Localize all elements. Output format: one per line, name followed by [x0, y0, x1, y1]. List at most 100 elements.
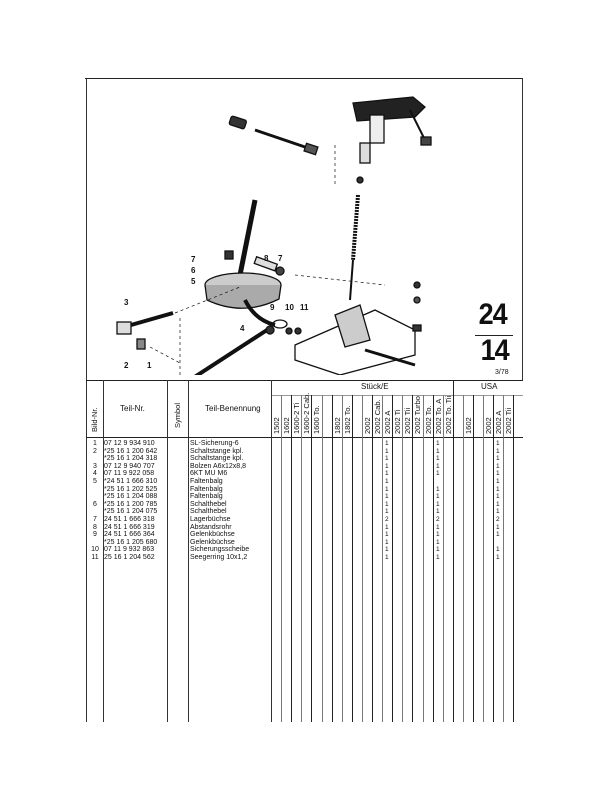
model-column-line: [402, 395, 403, 722]
teil-benennung: SL-Sicherung-6: [190, 440, 239, 447]
quantity: 1: [385, 523, 389, 531]
teil-benennung: Schaltstange kpl.: [190, 455, 244, 463]
model-column-line: [301, 395, 302, 722]
callout-4: 4: [240, 324, 245, 333]
model-column-line: [332, 395, 333, 722]
quantity: 1: [385, 538, 389, 546]
quantity: 1: [436, 546, 440, 554]
table-header-line: [86, 437, 523, 438]
callout-7b: 7: [278, 254, 283, 263]
quantity: 1: [436, 455, 440, 463]
model-column-line: [433, 395, 434, 722]
quantity: 1: [385, 470, 389, 478]
quantity: 1: [385, 493, 389, 501]
quantity: 1: [385, 478, 389, 485]
model-header: 1602: [282, 417, 291, 434]
teil-benennung: Schaltstange kpl.: [190, 447, 244, 455]
model-header: 2002 Turbo: [413, 396, 422, 434]
quantity: 1: [385, 485, 389, 493]
model-header: 2002 Cab.: [373, 399, 382, 434]
teil-nr: *25 16 1 202 525: [104, 485, 158, 493]
model-header: 1802 To.: [343, 405, 352, 434]
model-header: 2002 Ti: [393, 409, 402, 434]
model-column-line: [463, 395, 464, 722]
quantity: 1: [385, 447, 389, 455]
quantity: 1: [436, 531, 440, 539]
column-line: [271, 380, 272, 722]
model-column-line: [513, 395, 514, 722]
quantity: 1: [436, 500, 440, 508]
callout-6: 6: [191, 266, 196, 275]
teil-nr: 24 51 1 666 318: [104, 516, 155, 523]
quantity: 1: [436, 523, 440, 531]
teil-benennung: Seegerring 10x1,2: [190, 554, 248, 561]
quantity: 1: [385, 546, 389, 554]
model-column-line: [493, 395, 494, 722]
model-column-line: [352, 395, 353, 722]
header-stueck: Stück/E: [361, 382, 389, 391]
group-number: 24: [478, 298, 508, 331]
teil-benennung: Faltenbalg: [190, 493, 223, 501]
teil-benennung: Bolzen A6x12x8,8: [190, 462, 247, 470]
model-header: 2002 Tii: [403, 407, 412, 434]
header-benennung: Teil-Benennung: [205, 404, 261, 413]
parts-diagram: [116, 96, 432, 375]
teil-nr: 07 11 9 932 863: [104, 546, 155, 554]
quantity: 1: [436, 554, 440, 561]
teil-nr: *25 16 1 200 642: [104, 447, 158, 455]
model-column-line: [453, 380, 454, 722]
model-column-line: [362, 395, 363, 722]
callout-3: 3: [124, 298, 129, 307]
model-header: 1600-2 Ti: [292, 402, 301, 434]
teil-benennung: Sicherungsscheibe: [190, 546, 250, 554]
group-divider: [475, 335, 513, 336]
quantity: 1: [496, 470, 500, 478]
callout-1: 1: [147, 361, 152, 370]
page-date: 3/78: [495, 369, 509, 376]
column-line: [103, 380, 104, 722]
model-column-line: [473, 395, 474, 722]
quantity: 1: [436, 493, 440, 501]
model-header: 2002 A: [494, 410, 503, 434]
model-header: 1600 To.: [312, 405, 321, 434]
teil-benennung: Faltenbalg: [190, 485, 223, 493]
model-header: 1802: [333, 417, 342, 434]
quantity: 1: [436, 447, 440, 455]
teil-nr: *25 16 1 204 318: [104, 455, 158, 463]
quantity: 1: [436, 538, 440, 546]
quantity: 1: [385, 462, 389, 470]
model-header: 1600-2 Cab.: [302, 392, 311, 434]
model-header: 2002: [363, 417, 372, 434]
subgroup-number: 14: [480, 334, 510, 367]
model-column-line: [423, 395, 424, 722]
teil-benennung: Schalthebel: [190, 500, 227, 508]
bild-nr: 3: [93, 462, 97, 470]
teil-benennung: Gelenkbüchse: [190, 531, 235, 539]
bild-nr: 9: [93, 531, 97, 539]
quantity: 1: [385, 554, 389, 561]
teil-nr: *25 16 1 204 088: [104, 493, 158, 501]
model-column-line: [281, 395, 282, 722]
quantity: 1: [385, 455, 389, 463]
quantity: 1: [436, 462, 440, 470]
quantity: 1: [496, 500, 500, 508]
model-column-line: [483, 395, 484, 722]
quantity: 1: [496, 523, 500, 531]
model-header: 2002 A: [383, 410, 392, 434]
model-header: 1502: [272, 417, 281, 434]
model-header: 2002: [484, 417, 493, 434]
quantity: 2: [436, 516, 440, 523]
callout-10: 10: [285, 303, 294, 312]
quantity: 1: [496, 493, 500, 501]
teil-nr: *25 16 1 205 680: [104, 538, 158, 546]
teil-nr: *25 16 1 204 075: [104, 508, 158, 516]
model-header: 2002 To.: [424, 405, 433, 434]
